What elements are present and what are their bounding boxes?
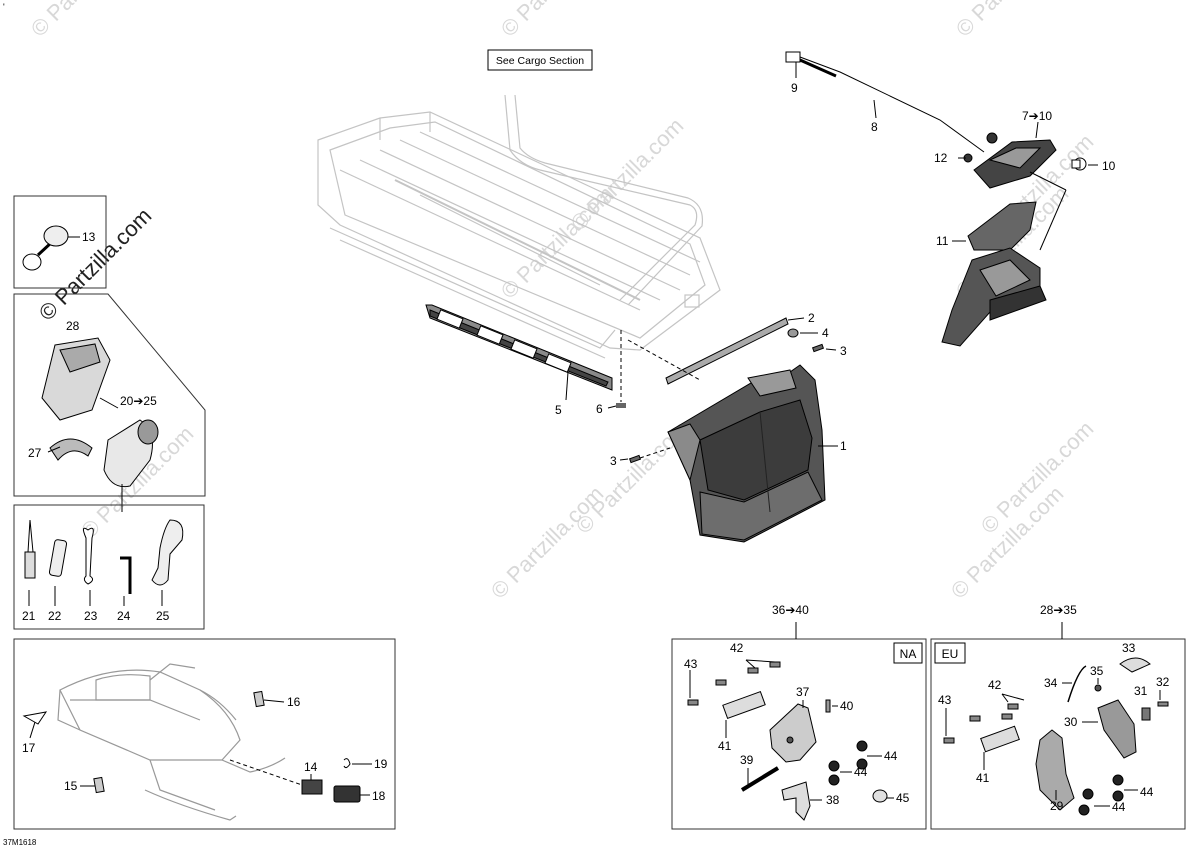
na-label-44a: 44: [884, 749, 898, 763]
see-cargo-label: See Cargo Section: [496, 55, 584, 67]
eu-label-43: 43: [938, 693, 952, 707]
label-10: 10: [1102, 159, 1116, 173]
label-7-10: 7➔10: [1022, 109, 1052, 123]
watermark: © Partzilla.com: [26, 0, 149, 42]
label-13: 13: [82, 230, 96, 244]
strip-2: [665, 317, 789, 385]
watermark-main: © Partzilla.com: [34, 203, 157, 326]
na-label: NA: [900, 647, 917, 661]
box-pouch: [13, 293, 206, 497]
snowmobile-parts: [22, 690, 361, 803]
eu-label-29: 29: [1050, 799, 1064, 813]
label-8: 8: [871, 120, 878, 134]
side-panel-5: [425, 304, 613, 391]
label-17: 17: [22, 741, 36, 755]
see-cargo-box: [487, 49, 593, 71]
na-label-45: 45: [896, 791, 910, 805]
label-14: 14: [304, 760, 318, 774]
eu-label-34: 34: [1044, 676, 1058, 690]
label-24: 24: [117, 609, 131, 623]
eu-label-44b: 44: [1112, 800, 1126, 814]
label-28: 28: [66, 319, 80, 333]
pouch-part: [41, 337, 159, 488]
eu-label-44a: 44: [1140, 785, 1154, 799]
harness-8: [785, 51, 985, 153]
box-tools: [13, 504, 205, 630]
knob-part: [22, 225, 69, 271]
eu-parts: [943, 657, 1169, 816]
flap-1: [667, 364, 826, 543]
na-label-37: 37: [796, 685, 810, 699]
corner-mark: ': [3, 2, 5, 12]
eu-label-35: 35: [1090, 664, 1104, 678]
na-label-42: 42: [730, 641, 744, 655]
watermarks: © Partzilla.com © Partzilla.com © Partzi…: [26, 0, 1099, 604]
label-27: 27: [28, 446, 42, 460]
na-parts: [687, 661, 888, 821]
label-20-25: 20➔25: [120, 394, 157, 408]
eu-label: EU: [942, 647, 959, 661]
label-25: 25: [156, 609, 170, 623]
box-na: [671, 638, 927, 830]
cargo-rack: [317, 94, 721, 359]
eu-group-label: 28➔35: [1040, 603, 1077, 617]
label-15: 15: [64, 779, 78, 793]
na-label-38: 38: [826, 793, 840, 807]
tail-light-7: [963, 132, 1057, 189]
label-12: 12: [934, 151, 948, 165]
box-snowmobile: [13, 638, 396, 830]
label-23: 23: [84, 609, 98, 623]
snowmobile-outline: [57, 663, 286, 821]
label-22: 22: [48, 609, 62, 623]
label-21: 21: [22, 609, 36, 623]
na-label-43: 43: [684, 657, 698, 671]
label-2: 2: [808, 311, 815, 325]
eu-label-42: 42: [988, 678, 1002, 692]
label-5: 5: [555, 403, 562, 417]
box-eu: [930, 638, 1186, 830]
eu-label-31: 31: [1134, 684, 1148, 698]
eu-label-30: 30: [1064, 715, 1078, 729]
label-1: 1: [840, 439, 847, 453]
eu-label-33: 33: [1122, 641, 1136, 655]
na-label-41: 41: [718, 739, 732, 753]
watermark: © Partzilla.com: [566, 113, 689, 236]
na-label-44b: 44: [854, 765, 868, 779]
label-18: 18: [372, 789, 386, 803]
label-4: 4: [822, 326, 829, 340]
label-6: 6: [596, 402, 603, 416]
eu-tag: [934, 642, 966, 664]
housing-11: [941, 201, 1047, 347]
watermark: © Partzilla.com: [496, 0, 619, 42]
label-11: 11: [936, 234, 949, 248]
tools-parts: [24, 519, 184, 594]
label-9: 9: [791, 81, 798, 95]
watermark: © Partzilla.com: [951, 0, 1074, 42]
eu-label-41: 41: [976, 771, 990, 785]
eu-label-32: 32: [1156, 675, 1170, 689]
na-group-label: 36➔40: [772, 603, 809, 617]
label-19: 19: [374, 757, 388, 771]
na-label-39: 39: [740, 753, 754, 767]
drawing-code: 37M1618: [3, 838, 37, 847]
bulb-10: [1071, 157, 1087, 171]
watermark: © Partzilla.com: [486, 481, 609, 604]
na-label-40: 40: [840, 699, 854, 713]
label-3a: 3: [840, 344, 847, 358]
na-tag: [893, 642, 923, 664]
box-knob: [13, 195, 107, 289]
label-3b: 3: [610, 454, 617, 468]
label-16: 16: [287, 695, 301, 709]
